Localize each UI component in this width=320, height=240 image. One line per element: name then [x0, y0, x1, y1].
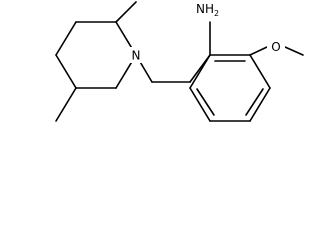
label-backdrop — [126, 47, 146, 63]
bond-lines — [55, 1, 304, 122]
label-backdrop — [267, 40, 285, 56]
bond — [249, 87, 271, 122]
bond — [189, 87, 211, 122]
bond — [189, 54, 211, 89]
bond — [249, 54, 271, 89]
piperidine-nitrogen-label: N — [132, 49, 141, 63]
bond — [55, 54, 77, 89]
bond — [55, 87, 77, 122]
bond — [115, 1, 137, 23]
bond — [284, 46, 304, 56]
bond — [55, 21, 77, 56]
molecule-structure-diagram: N NH2 O — [55, 1, 304, 122]
atom-labels: N NH2 O — [126, 2, 285, 63]
amine-subscript: 2 — [214, 9, 219, 18]
ether-oxygen-label: O — [271, 40, 280, 54]
bond — [249, 46, 268, 56]
amine-label: NH2 — [196, 2, 219, 18]
label-backdrop — [195, 2, 223, 18]
amine-main-text: NH — [196, 2, 214, 16]
bond — [196, 88, 215, 116]
bond — [245, 88, 264, 116]
